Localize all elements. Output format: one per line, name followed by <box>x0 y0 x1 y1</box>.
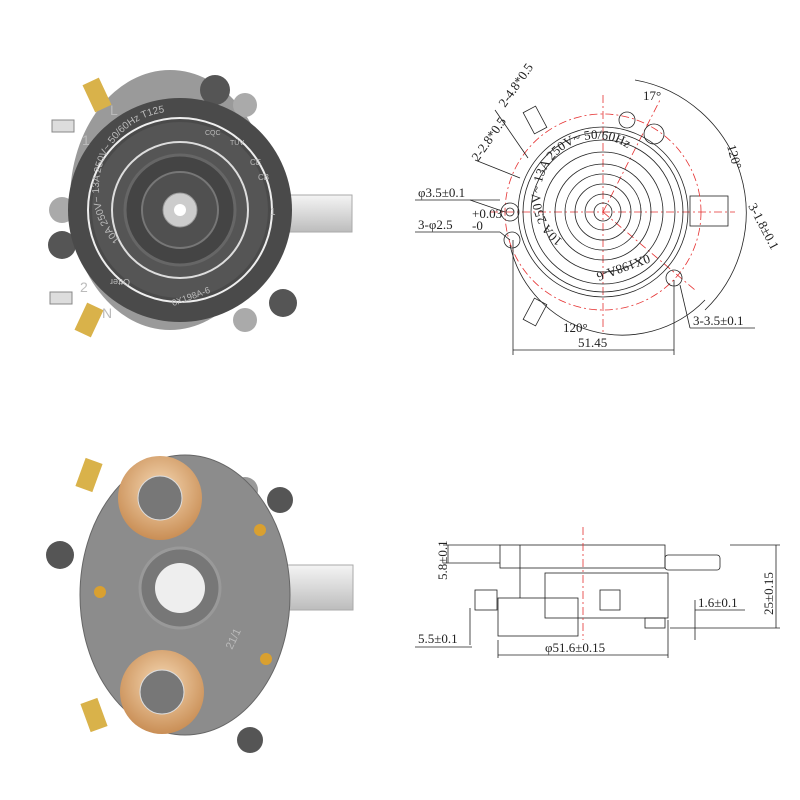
terminal-silver <box>51 119 75 133</box>
tube <box>289 194 353 233</box>
dim-terminal-large: 2-4.8*0.5 <box>495 60 536 109</box>
dim-span: 51.45 <box>578 335 607 350</box>
cert-ce: CE <box>250 158 261 167</box>
dim-diameter: φ51.6±0.15 <box>545 640 605 655</box>
mounting-lugs <box>48 75 297 317</box>
dim-angle-top: 17° <box>643 88 661 103</box>
cert-cqc: CQC <box>205 130 221 137</box>
terminal-label-1: 1 <box>82 132 90 148</box>
terminal-label-n: N <box>102 305 112 321</box>
terminal-brass <box>75 457 103 493</box>
edge-label: 1 <box>270 207 276 218</box>
product-bottom-view: 21/1 <box>46 454 354 753</box>
terminal-brass <box>74 302 104 338</box>
dim-tol-upper: +0.03 <box>472 206 502 221</box>
terminal-brass <box>80 697 108 733</box>
dim-tol-lower: -0 <box>472 218 483 233</box>
cert-cb: CB <box>258 173 269 182</box>
terminal-label-2: 2 <box>80 279 88 295</box>
terminal-label-l: L <box>110 102 118 118</box>
dim-base-height: 5.5±0.1 <box>418 631 458 646</box>
dim-angle-right: 120° <box>724 143 745 171</box>
dim-hole-main: φ3.5±0.1 <box>418 185 465 200</box>
dim-holes-small: 3-φ2.5 <box>418 217 453 232</box>
terminal-brass <box>82 77 112 113</box>
side-drawing: 5.8±0.1 5.5±0.1 φ51.6±0.15 1.6±0.1 25±0.… <box>415 527 780 658</box>
cert-tuv: TÜV <box>230 139 244 147</box>
dim-slot-width: 3-1.8±0.1 <box>745 200 782 252</box>
terminal-silver <box>49 291 73 305</box>
dim-angle-bottom: 120° <box>563 320 588 335</box>
dim-top-height: 5.8±0.1 <box>435 540 450 580</box>
terminals <box>49 77 112 338</box>
brand-text: Otter <box>110 277 130 287</box>
product-top-view: 10A 250V~ 13A 250V~ 50/60Hz T125 0X198A-… <box>48 70 353 338</box>
screws <box>94 524 272 665</box>
dim-total-height: 25±0.15 <box>761 572 776 615</box>
dim-terminal-small: 2-2.8*0.5 <box>468 114 509 163</box>
dim-step: 1.6±0.1 <box>698 595 738 610</box>
dim-slot-spacing: 3-3.5±0.1 <box>693 313 743 328</box>
tube <box>284 564 354 611</box>
center-hole <box>155 563 205 613</box>
